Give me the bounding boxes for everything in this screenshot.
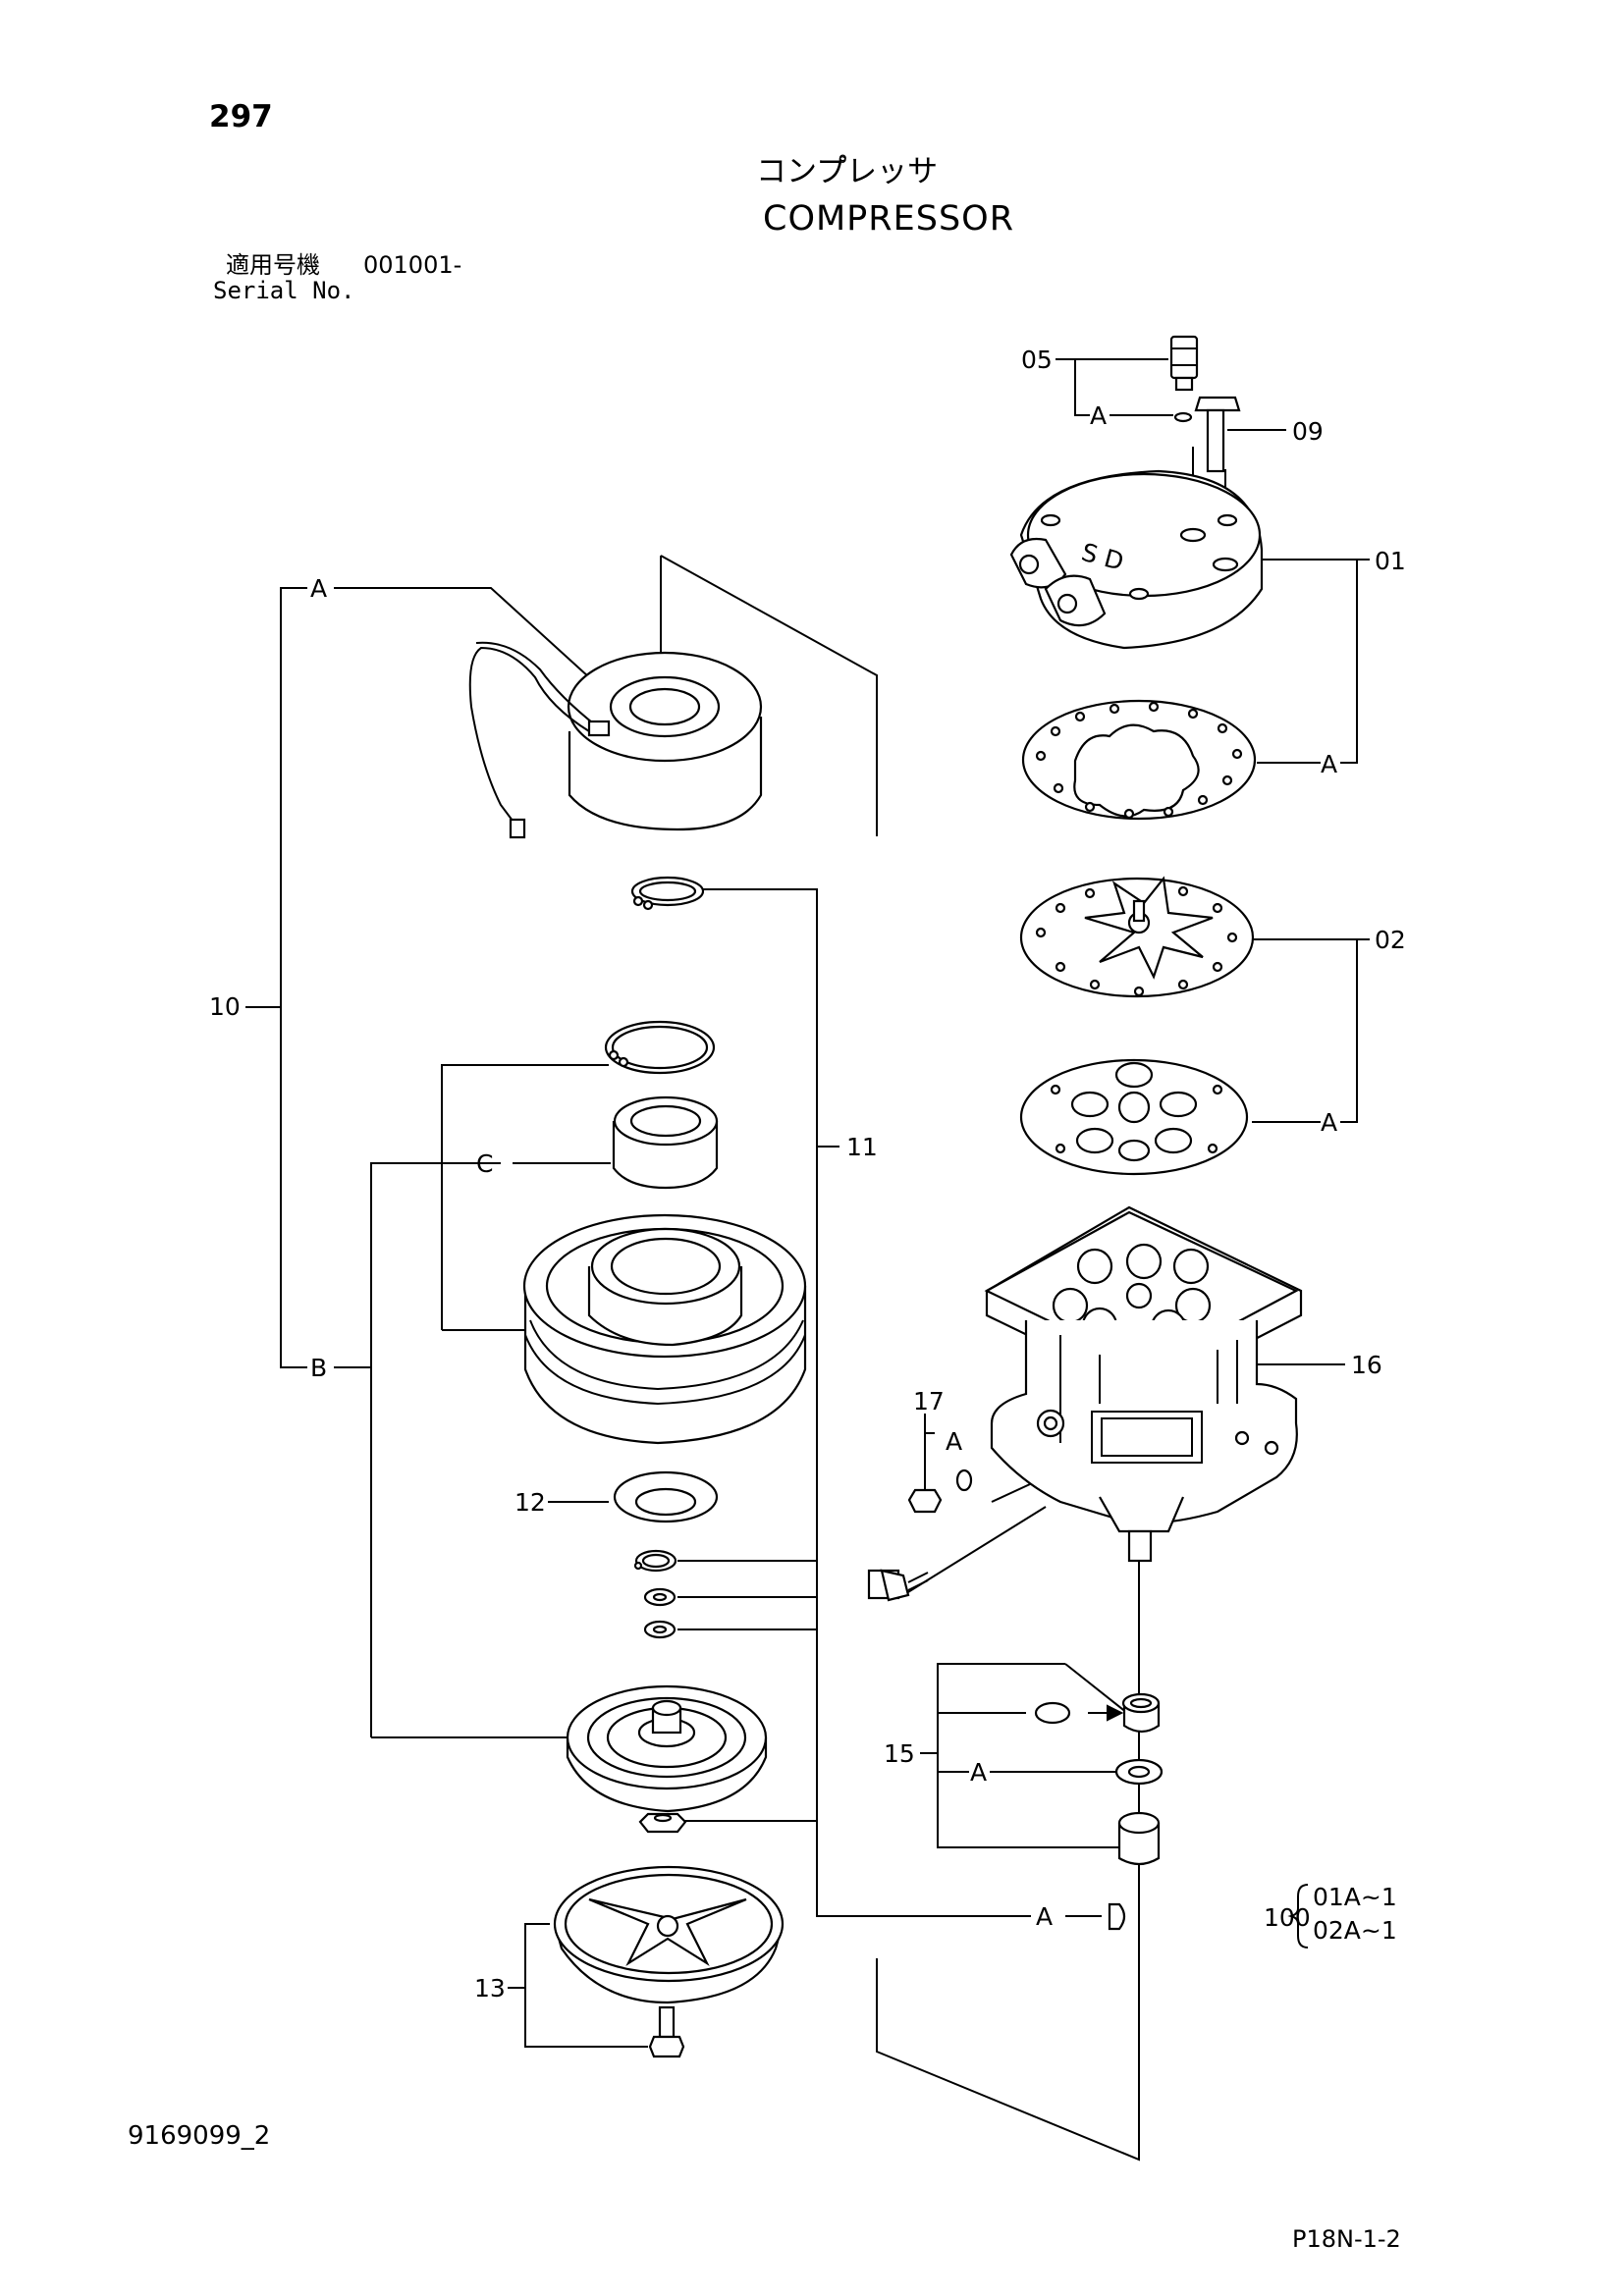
part-15-o-ring <box>1034 1701 1124 1725</box>
callout-10: 10 <box>209 992 241 1021</box>
callout-02: 02 <box>1375 926 1406 954</box>
circlip-small <box>633 1549 677 1573</box>
letter-c: C <box>476 1149 493 1178</box>
armature-plate <box>566 1684 768 1813</box>
serial-number-value: 001001- <box>363 251 462 279</box>
page-title: COMPRESSOR <box>763 199 1015 239</box>
callout-09: 09 <box>1292 417 1324 446</box>
callout-13: 13 <box>474 1974 506 2002</box>
callout-16: 16 <box>1351 1351 1382 1379</box>
letter-a-1: A <box>1090 401 1107 430</box>
letter-b: B <box>310 1354 327 1382</box>
part-15-sleeve <box>1117 1811 1161 1866</box>
o-ring-small <box>1173 411 1193 423</box>
part-17-plug <box>907 1468 973 1514</box>
callout-15: 15 <box>884 1739 915 1768</box>
part-13-bolt <box>648 2005 685 2058</box>
hex-nut <box>638 1812 687 1834</box>
letter-a-4: A <box>1321 1108 1337 1137</box>
letter-a-7: A <box>1036 1902 1053 1931</box>
connector-fitting <box>867 1569 929 1602</box>
callout-11: 11 <box>846 1133 878 1161</box>
letter-a-5: A <box>946 1427 962 1456</box>
part-05-valve <box>1169 335 1199 392</box>
callout-17: 17 <box>913 1387 945 1415</box>
washer-2 <box>643 1620 677 1639</box>
part-16-compressor-body <box>984 1205 1303 1563</box>
part-15-seal-cap <box>1121 1692 1161 1734</box>
letter-a-2: A <box>310 574 327 603</box>
drawing-code: 9169099_2 <box>128 2121 271 2151</box>
callout-12: 12 <box>514 1488 546 1517</box>
part-13-cover <box>553 1865 785 2004</box>
kit-brace <box>1287 1884 1309 1949</box>
field-coil <box>468 641 763 839</box>
callout-01: 01 <box>1375 547 1406 575</box>
woodruff-key <box>1108 1902 1126 1931</box>
serial-label-english: Serial No. <box>213 277 355 304</box>
bearing <box>612 1095 719 1190</box>
part-12-shim <box>613 1470 719 1523</box>
part-09-bolt <box>1194 396 1241 473</box>
pulley <box>522 1213 807 1445</box>
kit-item-1: 01A~1 <box>1313 1883 1397 1911</box>
callout-labels: 05 09 01 02 10 11 16 17 12 15 13 100 A A… <box>209 346 1406 2002</box>
leader-lines <box>245 358 1370 2162</box>
snap-ring-large <box>604 1020 716 1075</box>
washer-1 <box>643 1587 677 1607</box>
letter-a-3: A <box>1321 750 1337 778</box>
callout-100: 100 <box>1264 1903 1311 1932</box>
serial-label-japanese: 適用号機 <box>226 251 320 279</box>
part-15-washer <box>1114 1758 1164 1786</box>
gasket-lower <box>1019 1058 1249 1176</box>
part-02-valve-plate <box>1019 876 1255 998</box>
gasket-upper <box>1021 699 1257 821</box>
title-japanese: コンプ゚レッサ <box>756 154 939 189</box>
callout-05: 05 <box>1021 346 1053 374</box>
part-01-cylinder-head: S D <box>1009 469 1264 650</box>
kit-item-2: 02A~1 <box>1313 1916 1397 1945</box>
letter-a-6: A <box>970 1758 987 1787</box>
page-number: 297 <box>209 99 273 134</box>
circlip-upper <box>630 876 705 911</box>
page-code: P18N-1-2 <box>1292 2225 1401 2253</box>
